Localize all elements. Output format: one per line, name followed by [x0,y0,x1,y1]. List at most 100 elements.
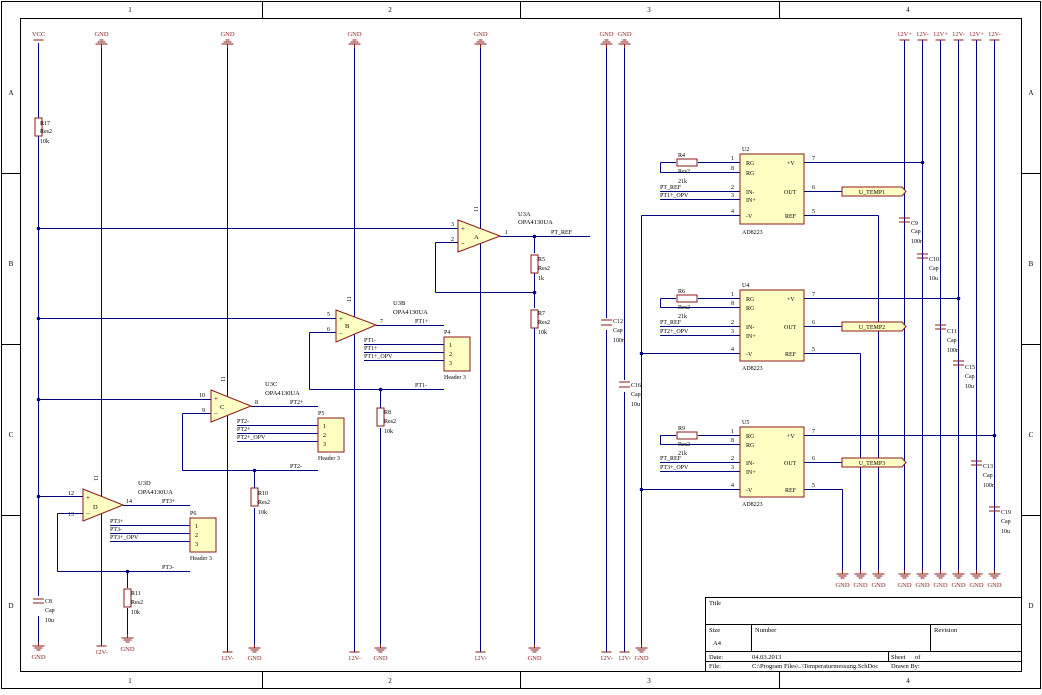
resistor-value: 1k [538,276,544,282]
gnd-label: GND [31,654,45,661]
gnd-label: GND [94,31,108,38]
gnd-label: GND [915,582,929,589]
capacitor-value: 10u [965,384,974,390]
inamp-ref: U4 [742,283,749,289]
row-label-left-d: D [8,602,13,610]
pin-number: 11 [94,475,100,481]
file-value: C:\Program Files\..\Temperaturmessung.Sc… [752,663,878,670]
gnd-label: GND [897,582,911,589]
pin-number: 7 [812,429,815,435]
svg-text:−: − [461,240,465,248]
pin-number: 1 [731,156,734,162]
capacitor-value: 10u [929,276,938,282]
pin-label: IN+ [746,334,756,340]
m12-label: 12V- [348,655,361,662]
header-name: Header 3 [190,556,212,562]
pin-label: +V [787,161,795,167]
resistor-r5: R5 Res2 1k [530,254,550,282]
header-pin: 1 [449,343,452,349]
resistor-r10: R10 Res2 10k [250,487,270,516]
col-label-bottom-4: 4 [906,677,910,685]
title-label: Title [709,600,721,607]
opamp-ref: U3D [138,480,151,487]
capacitor-c16: C16 Cap 10u [619,381,641,408]
pin-number: 3 [731,465,734,471]
svg-text:−: − [339,330,343,338]
net-label-pt1-plus: PT1+ [415,319,429,325]
row-label-right-d: D [1028,602,1033,610]
opamp-value: OPA4130UA [265,390,300,397]
capacitor-footprint: Cap [1001,519,1011,525]
net-label-pt2-opv: PT2+_OPV [237,435,266,441]
net-label-pt3-opv: PT3+_OPV [110,535,139,541]
capacitor-c13: C13 Cap 100n [971,460,995,489]
pin-label: RG [746,161,755,167]
inamp-value: AD8223 [742,502,763,508]
pin-number: 2 [731,320,734,326]
capacitor-value: 100n [911,239,923,245]
pin-label: OUT [784,325,797,331]
net-label-pt-opv: PT1+_OPV [660,193,689,199]
col-label-top-1: 1 [128,6,132,14]
net-labels: PT_REF PT1+ PT1- PT1+ PT1+_OPV PT1- PT2+… [110,230,573,571]
capacitors: C8 Cap 10u C12 Cap 100n C16 Cap 10u C9 C… [33,217,1011,624]
pin-label: OUT [784,190,797,196]
net-label-pt-ref: PT_REF [551,230,573,236]
resistor-ref: R8 [384,410,391,416]
resistor-value: 10k [258,510,267,516]
gnd-label: GND [220,31,234,38]
capacitor-footprint: Cap [631,392,641,398]
pin-label: -V [746,488,753,494]
net-label-out: U_TEMP3 [859,461,885,467]
resistor-ref: R5 [538,257,545,263]
resistor-value: 21k [678,314,687,320]
capacitor-c9: C9 Cap 100n [899,217,923,245]
net-label-pt-opv: PT3+_OPV [660,465,689,471]
pin-label: REF [785,488,797,494]
capacitor-c11: C11 Cap 100n [935,324,959,354]
row-label-left-c: C [9,431,14,439]
capacitor-ref: C15 [965,365,975,371]
pin-label: -V [746,352,753,358]
row-label-right-a: A [1028,89,1033,97]
pin-label: RG [746,306,755,312]
m12-label: 12V- [474,655,487,662]
of-label: of [915,654,921,661]
opamp-u3a: + − A 3 2 1 11 U3A OPA4130UA [451,206,553,253]
pin-number: 3 [731,193,734,199]
header-p6: P6 1 2 3 Header 3 [189,511,217,562]
m12-label: 12V- [618,655,631,662]
opamp-u3b: + − B 5 6 7 11 U3B OPA4130UA [327,296,428,343]
pin-number: 8 [255,400,258,406]
net-label-pt1-opv: PT1+_OPV [364,354,393,360]
resistor-r11: R11 Res2 10k [123,588,143,616]
inamp-value: AD8223 [742,230,763,236]
pin-number: 11 [474,206,480,212]
row-label-left-b: B [9,260,14,268]
net-label-pt2-plus: PT2+ [237,427,251,433]
col-label-bottom-3: 3 [647,677,651,685]
pin-number: 8 [731,438,734,444]
pin-number: 1 [731,292,734,298]
opamp-ref: U3C [265,381,277,388]
resistors: R17 Res2 10k R5 Res2 1k R7 Res2 10k R8 R… [34,117,698,616]
resistor-footprint: Res2 [678,169,690,175]
wires [38,40,995,652]
gnd-label: GND [951,582,965,589]
m12-label: 12V- [952,31,965,38]
row-label-right-b: B [1029,260,1034,268]
resistor-ref: R7 [538,311,545,317]
net-label-pt2-minus: PT2- [237,419,249,425]
pin-label: +V [787,434,795,440]
pin-label: RG [746,297,755,303]
opamp-unit-label: B [345,323,350,330]
gnd-label: GND [120,646,134,653]
pin-number: 1 [731,429,734,435]
col-label-bottom-2: 2 [388,677,392,685]
capacitor-footprint: Cap [965,374,975,380]
capacitor-footprint: Cap [983,473,993,479]
inamp-value: AD8223 [742,366,763,372]
gnd-label: GND [871,582,885,589]
pin-number: 14 [126,499,132,505]
pin-number: 7 [812,292,815,298]
